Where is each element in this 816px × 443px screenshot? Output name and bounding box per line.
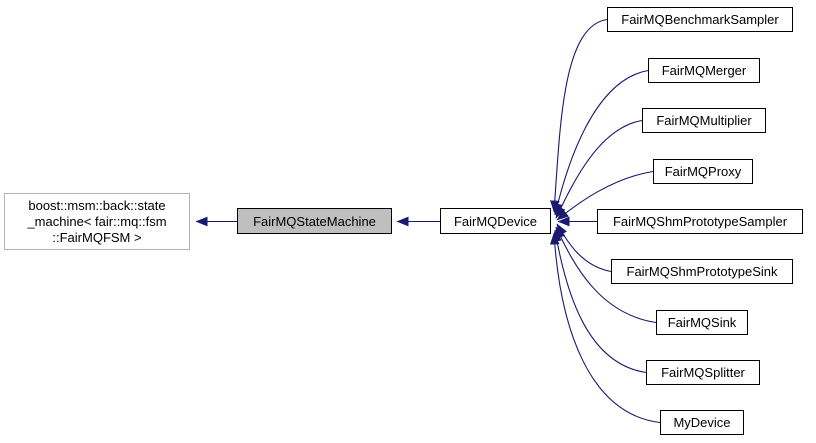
- node-label-line: _machine< fair::mq::fsm: [27, 213, 167, 229]
- node-label: FairMQBenchmarkSampler: [621, 12, 779, 27]
- node-fairmqdevice[interactable]: FairMQDevice: [440, 208, 551, 234]
- edge-benchmarksampler-to-device: [550, 18, 608, 213]
- node-fairmqmultiplier[interactable]: FairMQMultiplier: [642, 108, 766, 133]
- node-fairmqsplitter[interactable]: FairMQSplitter: [646, 360, 760, 385]
- edge-multiplier-to-device: [555, 119, 643, 219]
- node-mydevice[interactable]: MyDevice: [660, 410, 744, 435]
- node-label: FairMQStateMachine: [253, 213, 376, 229]
- node-label: MyDevice: [673, 415, 731, 430]
- node-label: FairMQDevice: [453, 213, 538, 229]
- edge-proxy-to-device: [556, 170, 654, 221]
- node-fairmqshmprototypesink[interactable]: FairMQShmPrototypeSink: [611, 259, 793, 284]
- node-label: FairMQShmPrototypeSink: [626, 264, 778, 279]
- edge-splitter-to-device: [552, 229, 647, 374]
- edge-mydevice-to-device: [549, 232, 661, 424]
- node-fairmqshmprototypesampler[interactable]: FairMQShmPrototypeSampler: [597, 209, 803, 234]
- node-label: FairMQMultiplier: [656, 113, 752, 128]
- node-fairmqsink[interactable]: FairMQSink: [656, 310, 748, 335]
- edge-sink-to-device: [555, 226, 657, 324]
- node-label: FairMQShmPrototypeSampler: [612, 214, 788, 229]
- node-label: FairMQMerger: [661, 63, 747, 78]
- node-boost-msm-state-machine: boost::msm::back::state _machine< fair::…: [4, 193, 190, 250]
- node-label-line: boost::msm::back::state: [28, 197, 166, 213]
- node-fairmqstatemachine: FairMQStateMachine: [237, 208, 392, 234]
- node-label: FairMQSplitter: [661, 365, 745, 380]
- node-fairmqproxy[interactable]: FairMQProxy: [653, 159, 753, 184]
- edge-merger-to-device: [552, 69, 649, 216]
- node-fairmqbenchmarksampler[interactable]: FairMQBenchmarkSampler: [607, 7, 793, 32]
- node-label: FairMQProxy: [664, 164, 742, 179]
- node-label-line: ::FairMQFSM >: [52, 229, 142, 245]
- node-label: FairMQSink: [667, 315, 737, 330]
- node-fairmqmerger[interactable]: FairMQMerger: [648, 58, 760, 83]
